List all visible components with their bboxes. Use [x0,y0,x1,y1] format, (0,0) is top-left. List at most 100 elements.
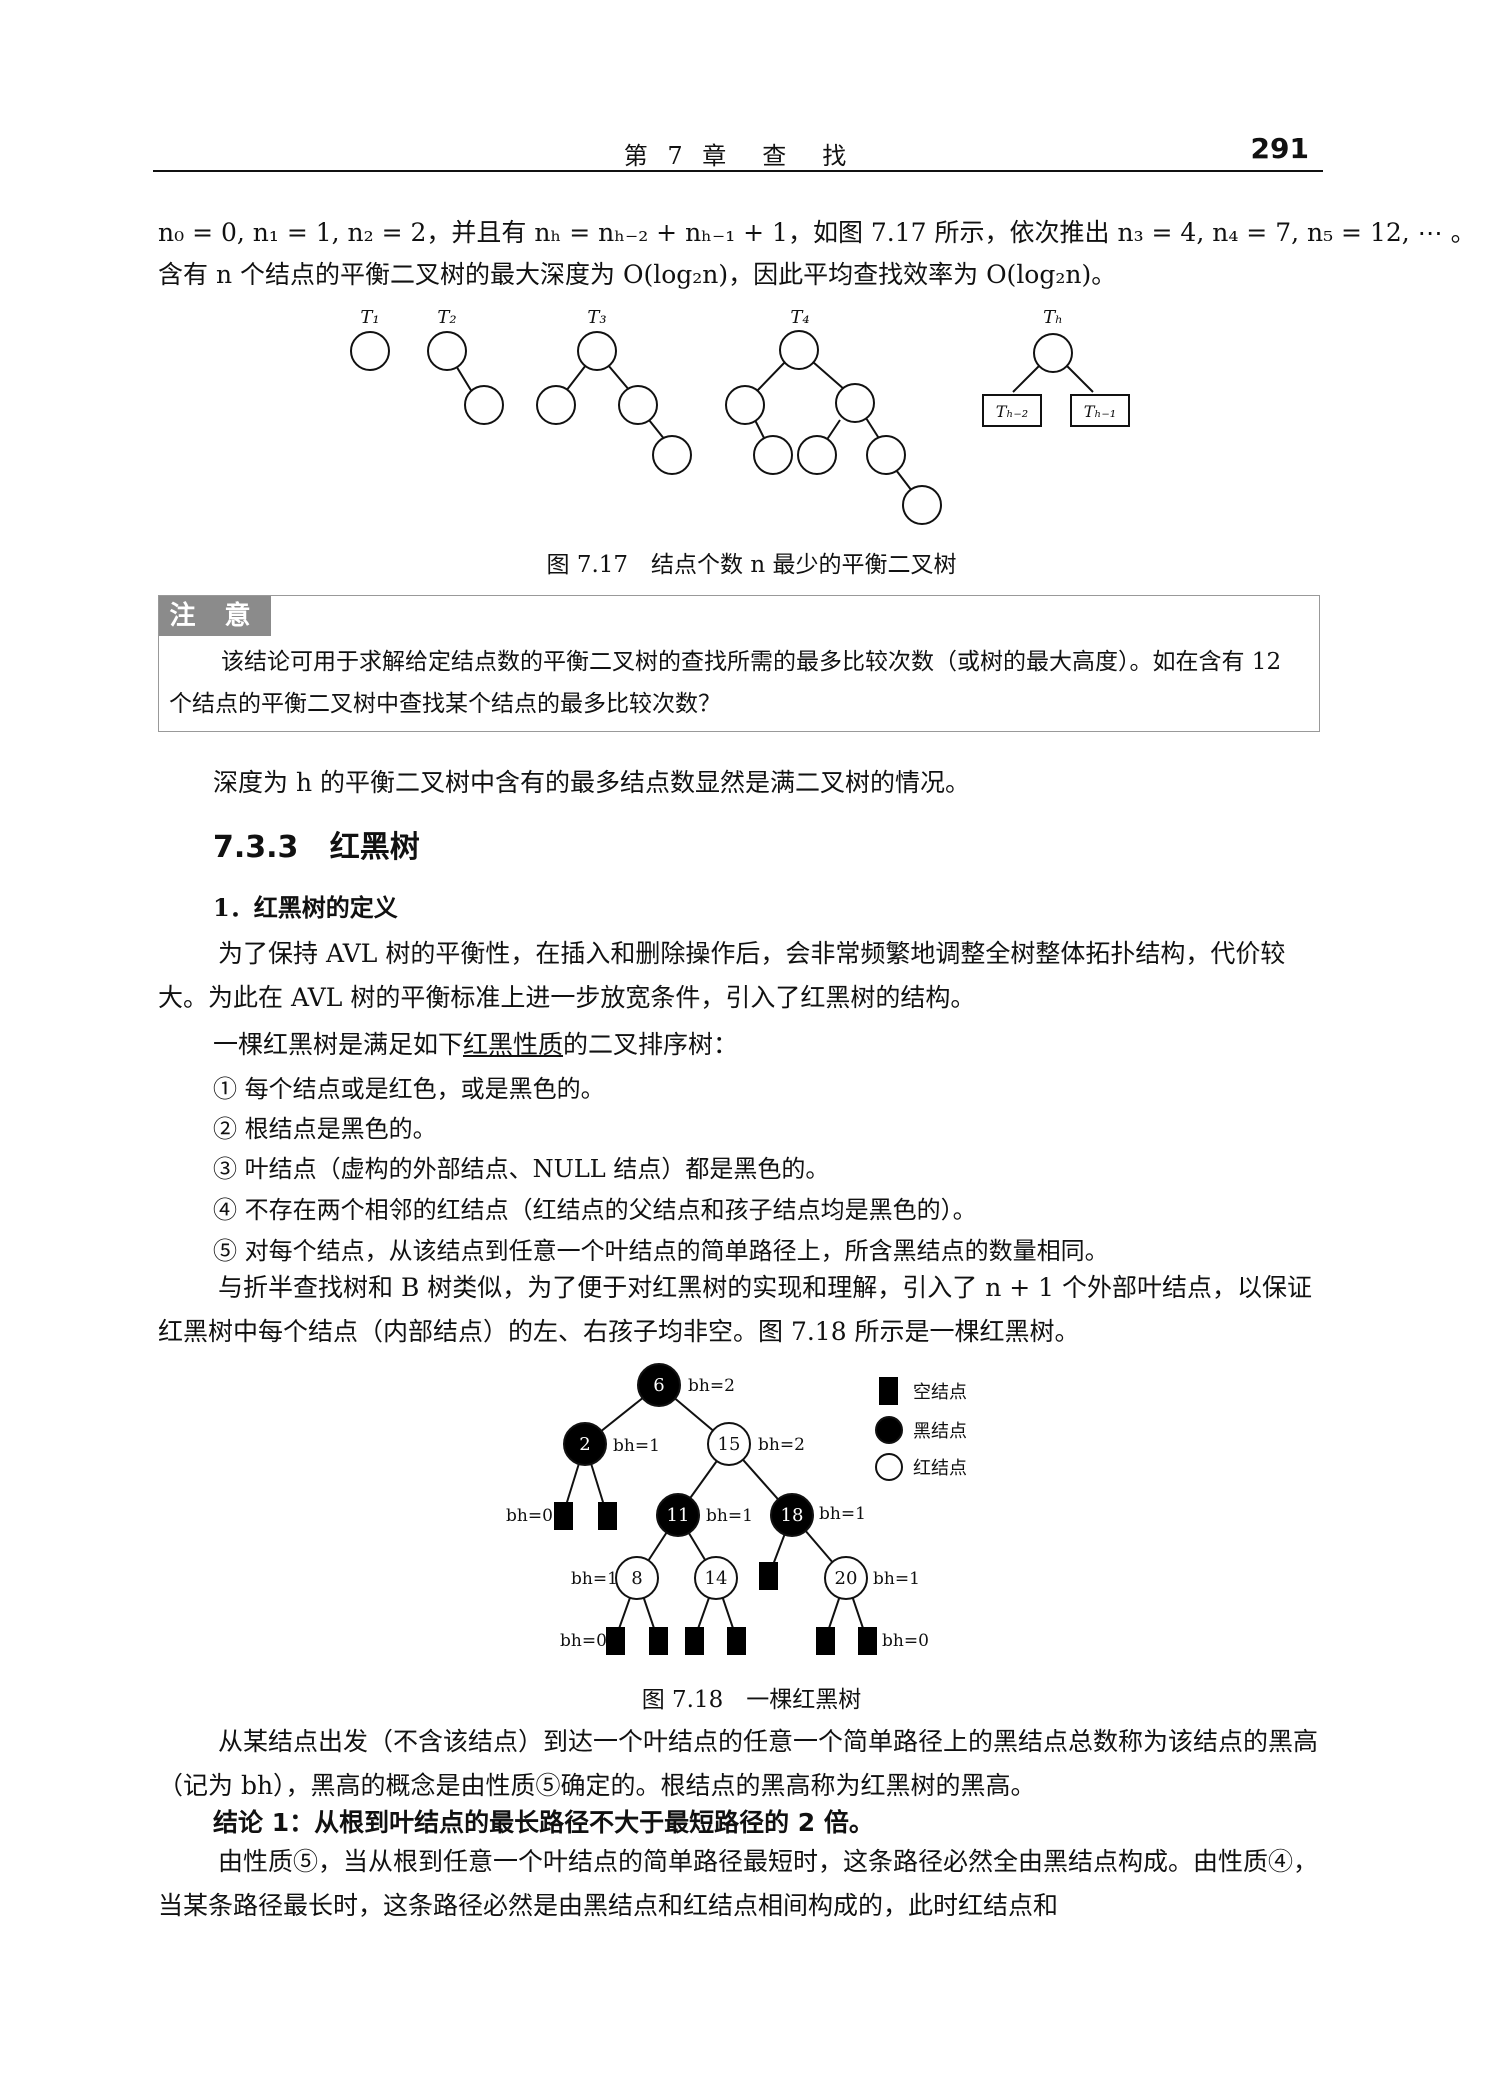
node-label: 8 [631,1568,642,1589]
term-red-black-property: 红黑性质 [463,1030,564,1059]
tree-node [427,331,467,371]
bh-label: bh=1 [613,1436,660,1456]
bh-label: bh=0 [506,1506,553,1526]
tree-label-t3: T₃ [587,307,606,328]
null-leaf [727,1627,746,1655]
tree-node [618,385,658,425]
tree-node [779,330,819,370]
legend-null-leaf: 空结点 [913,1382,967,1403]
legend-red-node: 红结点 [913,1458,967,1479]
tree-node [902,485,942,525]
node-label: 20 [835,1568,858,1589]
tree-node [753,435,793,475]
subtree-box-right [1070,394,1130,427]
running-header: 第 7 章 查 找 291 [153,130,1323,172]
box-label-left: Tₕ₋₂ [996,402,1028,421]
property-1: ① 每个结点或是红色，或是黑色的。 [213,1075,605,1103]
tree-label-t4: T₄ [790,307,809,328]
legend-black-node: 黑结点 [913,1421,967,1442]
subtree-box-left [982,394,1042,427]
intro-line-2: 含有 n 个结点的平衡二叉树的最大深度为 O(log₂n)，因此平均查找效率为 … [158,260,1117,289]
tree-node [835,383,875,423]
conclusion-1: 结论 1：从根到叶结点的最长路径不大于最短路径的 2 倍。 [213,1808,874,1837]
bh-label: bh=2 [688,1376,735,1396]
edge [607,364,631,392]
tree-label-th: Tₕ [1043,307,1063,328]
black-node [770,1493,814,1537]
note-body: 该结论可用于求解给定结点数的平衡二叉树的查找所需的最多比较次数（或树的最大高度）… [169,649,1282,717]
black-node [563,1422,607,1466]
bh-label: bh=1 [819,1504,866,1524]
null-leaf [858,1627,877,1655]
null-leaf [685,1627,704,1655]
black-node [656,1493,700,1537]
legend-black-node-swatch [875,1416,903,1444]
edge [755,361,786,393]
edge [1012,364,1041,393]
paragraph-2-before: 一棵红黑树是满足如下 [213,1030,464,1059]
null-leaf [598,1502,617,1530]
tree-node [350,331,390,371]
bh-label: bh=1 [571,1569,618,1589]
tree-label-t2: T₂ [437,307,456,328]
paragraph-2-after: 的二叉排序树： [563,1030,739,1059]
box-label-right: Tₕ₋₁ [1084,402,1116,421]
after-note-text: 深度为 h 的平衡二叉树中含有的最多结点数显然是满二叉树的情况。 [213,768,970,797]
property-2: ② 根结点是黑色的。 [213,1115,437,1143]
tree-node [652,435,692,475]
node-label: 11 [667,1505,690,1526]
node-label: 6 [653,1375,664,1396]
property-4: ④ 不存在两个相邻的红结点（红结点的父结点和孩子结点均是黑色的）。 [213,1196,977,1224]
tree-node [577,331,617,371]
red-node [824,1556,868,1600]
note-tag: 注 意 [159,596,271,636]
subsection-heading: 1．红黑树的定义 [213,893,398,922]
edge [648,419,666,441]
edge [812,361,846,391]
tree-node [464,385,504,425]
bh-label: bh=2 [758,1435,805,1455]
tree-node [1033,333,1073,373]
node-label: 2 [579,1434,590,1455]
edge [1065,364,1094,393]
red-node [694,1556,738,1600]
paragraph-5: 由性质⑤，当从根到任意一个叶结点的简单路径最短时，这条路径必然全由黑结点构成。由… [158,1847,1319,1920]
figure-7-17: T₁ T₂ T₃ T₄ Tₕ Tₕ₋₂ Tₕ₋₁ [350,307,1130,525]
edge [565,364,587,392]
red-node [615,1556,659,1600]
legend-red-node-swatch [875,1453,903,1481]
legend-null-leaf-swatch [879,1377,898,1405]
bh-label: bh=0 [560,1631,607,1651]
null-leaf [649,1627,668,1655]
property-5: ⑤ 对每个结点，从该结点到任意一个叶结点的简单路径上，所含黑结点的数量相同。 [213,1237,1109,1265]
node-label: 15 [718,1434,741,1455]
null-leaf [554,1502,573,1530]
edge [865,417,881,441]
tree-node [725,385,765,425]
tree-label-t1: T₁ [360,307,379,328]
figure-7-18-caption: 图 7.18 一棵红黑树 [641,1687,862,1713]
edge [895,469,913,492]
edge [825,419,841,442]
edge [754,419,766,441]
red-node [707,1422,751,1466]
chapter-title: 第 7 章 查 找 [623,142,853,170]
null-leaf [759,1562,778,1590]
tree-node [536,385,576,425]
section-number: 7.3.3 [213,830,299,865]
property-3: ③ 叶结点（虚构的外部结点、NULL 结点）都是黑色的。 [213,1155,830,1183]
null-leaf [606,1627,625,1655]
paragraph-3: 与折半查找树和 B 树类似，为了便于对红黑树的实现和理解，引入了 n + 1 个… [158,1273,1313,1346]
paragraph-4: 从某结点出发（不含该结点）到达一个叶结点的任意一个简单路径上的黑结点总数称为该结… [158,1727,1319,1800]
bh-label: bh=1 [873,1569,920,1589]
tree-node [866,435,906,475]
node-label: 14 [705,1568,728,1589]
tree-node [797,435,837,475]
paragraph-1: 为了保持 AVL 树的平衡性，在插入和删除操作后，会非常频繁地调整全树整体拓扑结… [158,939,1286,1012]
section-heading: 7.3.3 红黑树 [213,822,420,866]
page-number: 291 [1250,132,1309,165]
intro-line-1: n₀ = 0, n₁ = 1, n₂ = 2，并且有 nₕ = nₕ₋₂ + n… [158,218,1476,247]
paragraph-2: 一棵红黑树是满足如下红黑性质的二叉排序树： [213,1025,738,1061]
note-box: 注 意 该结论可用于求解给定结点数的平衡二叉树的查找所需的最多比较次数（或树的最… [158,595,1320,732]
